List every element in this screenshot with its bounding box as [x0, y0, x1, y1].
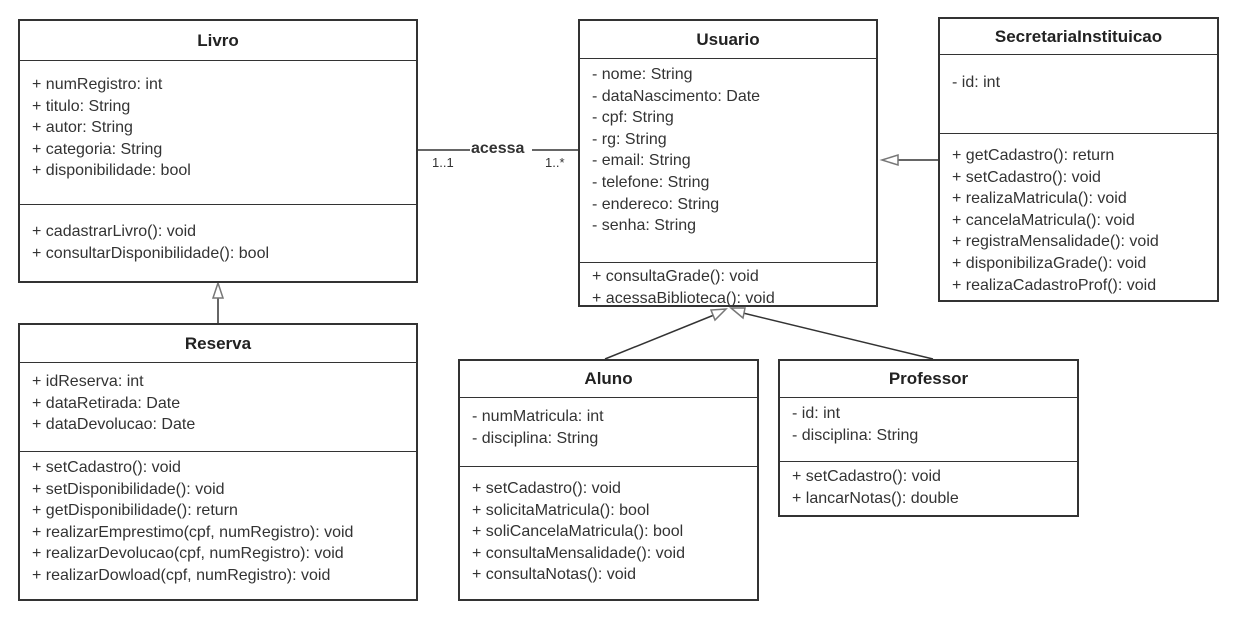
method: + consultaNotas(): void [472, 566, 637, 584]
attribute: - telefone: String [592, 173, 710, 191]
attributes-section: + idReserva: int + dataRetirada: Date + da… [20, 363, 416, 452]
method: + setCadastro(): void [32, 459, 181, 476]
method: + lancarNotas(): double [792, 489, 959, 507]
methods-section: + getCadastro(): return + setCadastro(): … [940, 134, 1217, 296]
class-name: Aluno [460, 361, 757, 398]
generalization-arrowhead [879, 153, 899, 167]
attribute: + dataRetirada: Date [32, 394, 181, 412]
methods-section: + setCadastro(): void + solicitaMatricula… [460, 467, 757, 586]
attribute: - disciplina: String [472, 429, 599, 447]
methods-section: + setCadastro(): void + setDisponibilidad… [20, 452, 416, 587]
attribute: - senha: String [592, 217, 697, 235]
attribute: - nome: String [592, 66, 693, 83]
method: + realizarDevolucao(cpf, numRegistro): v… [32, 545, 344, 563]
method: + cadastrarLivro(): void [32, 223, 197, 240]
method: + registraMensalidade(): void [952, 233, 1159, 251]
class-name: Usuario [580, 21, 876, 59]
attribute: - id: int [952, 74, 1001, 91]
attribute: + disponibilidade: bool [32, 162, 191, 180]
methods-section: + consultaGrade(): void + acessaBibliotec… [580, 263, 876, 309]
generalization-arrowhead [211, 280, 225, 299]
multiplicity-livro: 1..1 [432, 155, 454, 170]
attribute: + titulo: String [32, 97, 131, 115]
method: + setCadastro(): void [952, 168, 1101, 186]
attributes-section: + numRegistro: int + titulo: String + auto… [20, 61, 416, 205]
attribute: - email: String [592, 152, 691, 170]
class-aluno: Aluno - numMatricula: int - disciplina: St… [458, 359, 759, 601]
method: + solicitaMatricula(): bool [472, 501, 650, 519]
attribute: + numRegistro: int [32, 76, 163, 93]
attribute: + dataDevolucao: Date [32, 416, 196, 434]
class-professor: Professor - id: int - disciplina: String + … [778, 359, 1079, 517]
generalization-arrowhead [709, 308, 728, 322]
attribute: - id: int [792, 405, 841, 422]
attribute: - disciplina: String [792, 426, 919, 444]
attribute: - numMatricula: int [472, 408, 604, 425]
method: + soliCancelaMatricula(): bool [472, 523, 684, 541]
methods-section: + setCadastro(): void + lancarNotas(): do… [780, 462, 1077, 509]
attribute: - dataNascimento: Date [592, 87, 761, 105]
method: + setCadastro(): void [792, 468, 941, 485]
method: + realizarEmprestimo(cpf, numRegistro): … [32, 523, 354, 541]
attribute: + idReserva: int [32, 373, 144, 390]
class-secretaria-instituicao: SecretariaInstituicao - id: int + getCadas… [938, 17, 1219, 302]
method: + consultaMensalidade(): void [472, 544, 686, 562]
method: + realizaCadastroProf(): void [952, 276, 1157, 294]
attributes-section: - id: int [940, 55, 1217, 134]
method: + realizaMatricula(): void [952, 190, 1127, 208]
method: + getCadastro(): return [952, 147, 1115, 164]
attribute: + autor: String [32, 119, 133, 137]
method: + acessaBiblioteca(): void [592, 289, 775, 307]
attributes-section: - id: int - disciplina: String [780, 398, 1077, 462]
attributes-section: - nome: String - dataNascimento: Date - cp… [580, 59, 876, 263]
class-usuario: Usuario - nome: String - dataNascimento: D… [578, 19, 878, 307]
class-name: SecretariaInstituicao [940, 19, 1217, 55]
method: + getDisponibilidade(): return [32, 502, 238, 520]
attribute: - rg: String [592, 130, 667, 148]
attribute: - endereco: String [592, 195, 720, 213]
generalization-line-aluno [604, 314, 715, 360]
method: + setDisponibilidade(): void [32, 480, 225, 498]
class-name: Professor [780, 361, 1077, 398]
method: + consultaGrade(): void [592, 268, 759, 285]
generalization-arrowhead [728, 307, 746, 320]
method: + cancelaMatricula(): void [952, 211, 1135, 229]
method: + setCadastro(): void [472, 480, 621, 497]
association-label: acessa [471, 140, 525, 157]
class-livro: Livro+ numRegistro: int+ titulo: String+… [18, 19, 418, 283]
class-name: Reserva [20, 325, 416, 363]
class-reserva: Reserva + idReserva: int + dataRetirada: D… [18, 323, 418, 601]
multiplicity-usuario: 1..* [545, 155, 565, 170]
attributes-section: - numMatricula: int - disciplina: String [460, 398, 757, 467]
method: + consultarDisponibilidade(): bool [32, 244, 270, 262]
methods-section: + cadastrarLivro(): void + consultarDispo… [20, 205, 416, 264]
method: + realizarDowload(cpf, numRegistro): voi… [32, 566, 331, 584]
class-name: Livro [20, 21, 416, 61]
method: + disponibilizaGrade(): void [952, 254, 1147, 272]
attribute: + categoria: String [32, 140, 163, 158]
attribute: - cpf: String [592, 109, 674, 127]
generalization-line-professor [742, 312, 934, 360]
